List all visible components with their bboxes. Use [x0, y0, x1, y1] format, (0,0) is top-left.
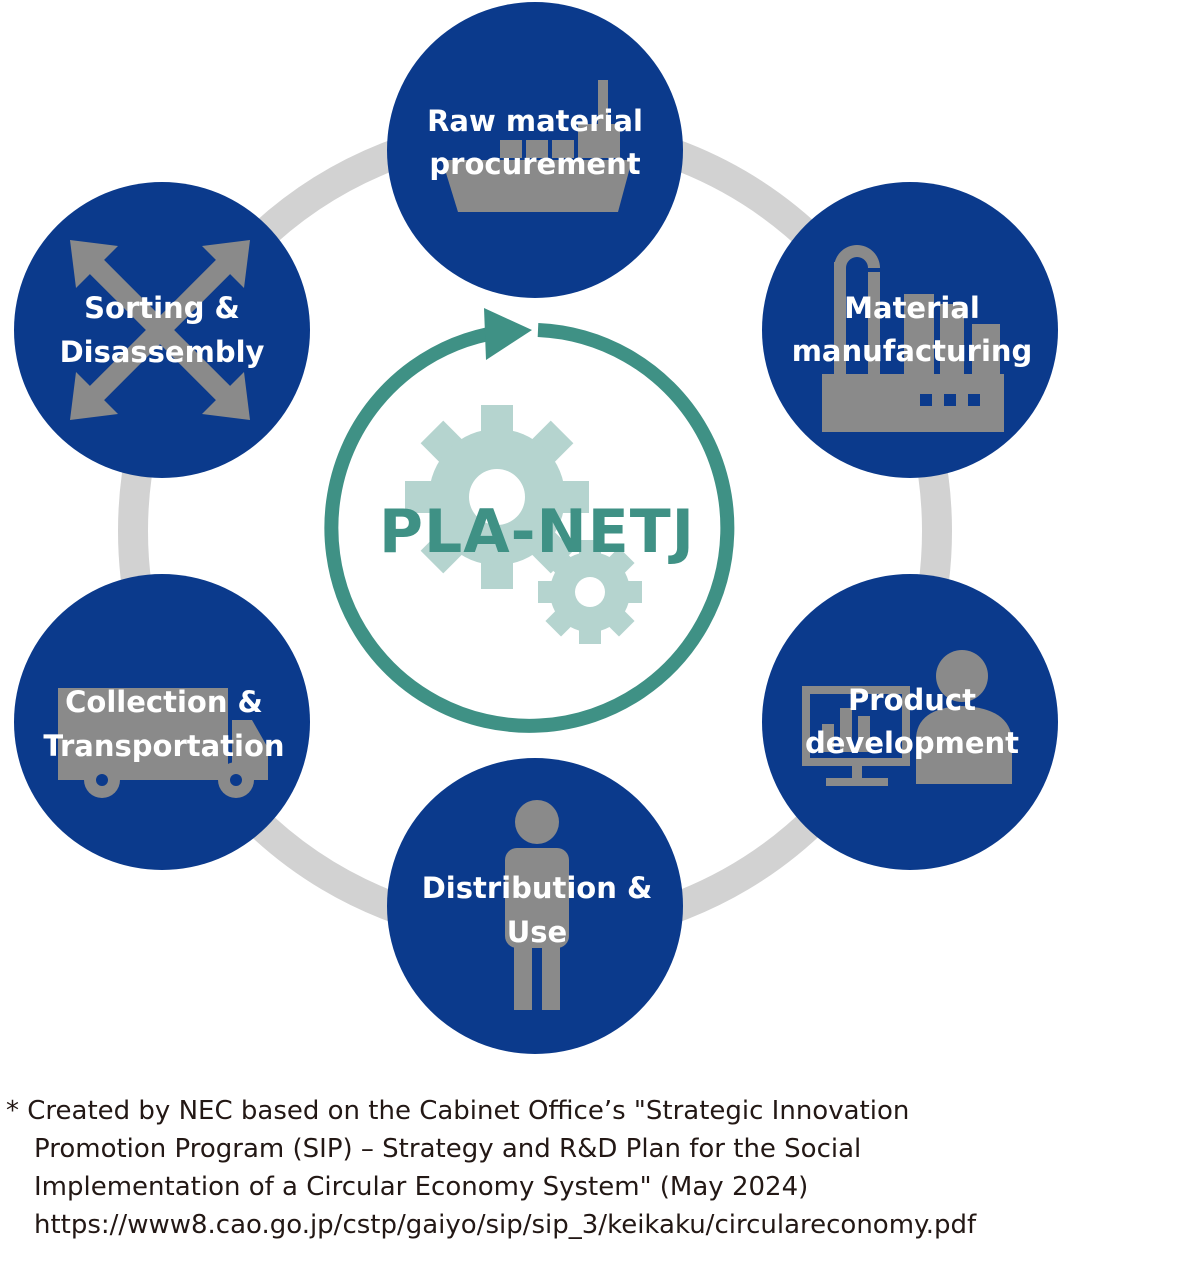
node-sorting-disassembly: Sorting & Disassembly: [14, 182, 310, 478]
svg-text:manufacturing: manufacturing: [792, 334, 1033, 368]
footnote-line: Promotion Program (SIP) – Strategy and R…: [34, 1134, 862, 1164]
circular-economy-diagram: PLA-NETJ Raw material procurement: [14, 2, 1058, 1054]
person-at-monitor-icon: [802, 650, 1012, 786]
svg-text:Collection &: Collection &: [65, 685, 263, 719]
svg-text:Material: Material: [844, 291, 980, 325]
svg-text:Sorting &: Sorting &: [84, 291, 240, 325]
center-cycle: PLA-NETJ: [324, 308, 735, 733]
node-product-development: Product development: [762, 574, 1058, 870]
factory-icon: [822, 245, 1004, 432]
svg-text:development: development: [805, 726, 1019, 760]
source-footnote: * Created by NEC based on the Cabinet Of…: [6, 1092, 1200, 1244]
node-raw-material: Raw material procurement: [387, 2, 683, 298]
cargo-ship-icon: [442, 80, 632, 212]
node-material-manufacturing: Material manufacturing: [762, 182, 1058, 478]
four-way-arrows-icon: [86, 256, 234, 404]
cycle-arrow: [324, 323, 735, 733]
svg-text:procurement: procurement: [429, 147, 640, 181]
svg-text:Disassembly: Disassembly: [60, 335, 265, 369]
large-gear-icon: [405, 405, 589, 589]
node-distribution-use: Distribution & Use: [387, 758, 683, 1054]
footnote-link[interactable]: https://www8.cao.go.jp/cstp/gaiyo/sip/si…: [34, 1210, 977, 1240]
svg-text:Distribution &: Distribution &: [422, 871, 653, 905]
person-icon: [505, 800, 569, 1010]
svg-text:Product: Product: [848, 683, 976, 717]
cycle-arrowhead-icon: [484, 308, 532, 360]
footnote-line: Implementation of a Circular Economy Sys…: [34, 1172, 809, 1202]
center-label: PLA-NETJ: [379, 497, 695, 567]
footnote-line: * Created by NEC based on the Cabinet Of…: [6, 1096, 910, 1126]
svg-text:Raw material: Raw material: [427, 104, 643, 138]
small-gear-icon: [538, 540, 642, 644]
node-collection-transportation: Collection & Transportation: [14, 574, 310, 870]
svg-text:Use: Use: [507, 915, 567, 949]
svg-text:Transportation: Transportation: [43, 729, 284, 763]
